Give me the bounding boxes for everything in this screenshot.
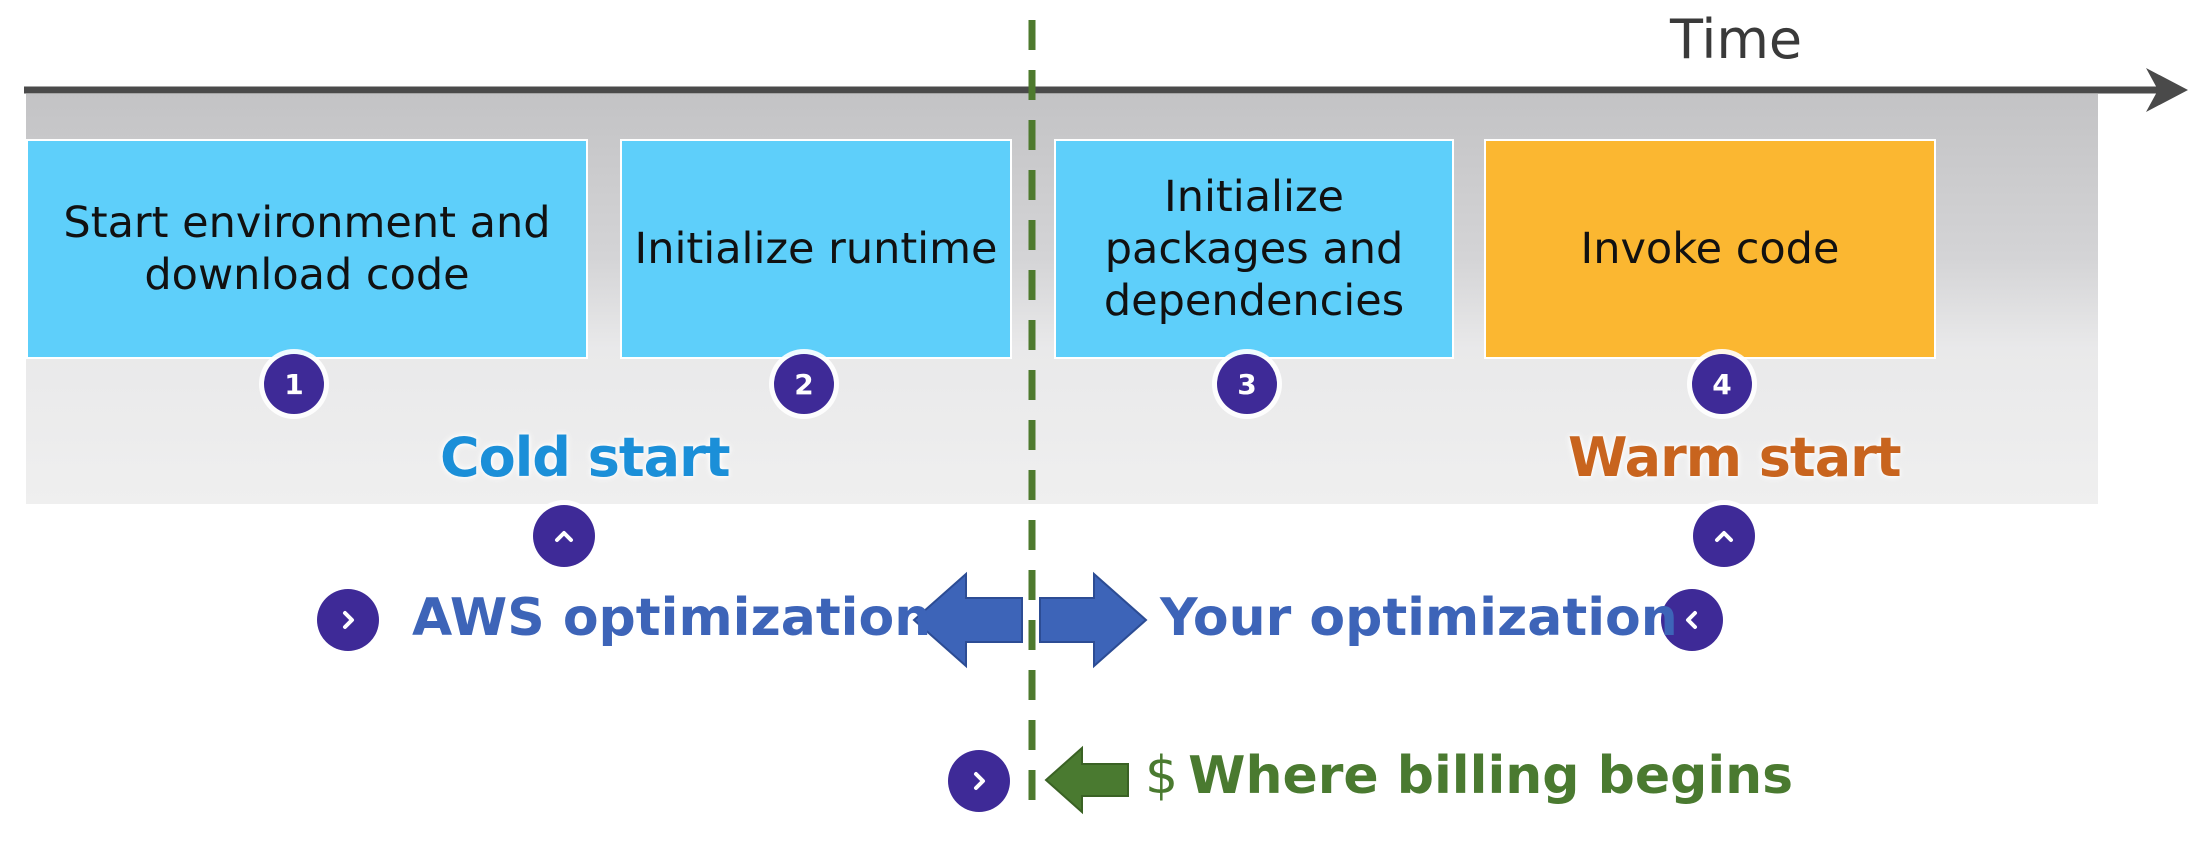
cold-start-label: Cold start bbox=[440, 426, 731, 489]
step-4-badge: 4 bbox=[1692, 354, 1752, 414]
aws-optimization-label: AWS optimization bbox=[412, 588, 932, 648]
timeline-arrow bbox=[24, 68, 2188, 112]
dollar-icon: $ bbox=[1145, 746, 1179, 806]
chevron-left-icon bbox=[1686, 611, 1697, 629]
step-1-badge: 1 bbox=[264, 354, 324, 414]
your-optimization-button[interactable] bbox=[1661, 589, 1723, 651]
billing-begins-button[interactable] bbox=[948, 750, 1010, 812]
step-initialize-runtime: Initialize runtime bbox=[620, 139, 1012, 359]
right-arrow-icon bbox=[1039, 571, 1148, 669]
step-3-badge: 3 bbox=[1217, 354, 1277, 414]
billing-begins-text: Where billing begins bbox=[1188, 746, 1794, 806]
step-start-environment: Start environment and download code bbox=[26, 139, 588, 359]
expand-cold-start-button[interactable] bbox=[533, 505, 595, 567]
step-invoke-code: Invoke code bbox=[1484, 139, 1936, 359]
billing-arrow-icon bbox=[1044, 745, 1129, 815]
your-optimization-label: Your optimization bbox=[1160, 588, 1678, 648]
chevron-right-icon bbox=[974, 772, 985, 790]
time-axis-label: Time bbox=[1670, 8, 1803, 71]
left-arrow-icon bbox=[912, 571, 1023, 669]
chevron-up-icon bbox=[1715, 531, 1733, 542]
billing-begins-label: $Where billing begins bbox=[1145, 746, 1793, 806]
step-2-badge: 2 bbox=[774, 354, 834, 414]
chevron-up-icon bbox=[555, 531, 573, 542]
step-initialize-packages: Initialize packages and dependencies bbox=[1054, 139, 1454, 359]
chevron-right-icon bbox=[343, 611, 354, 629]
aws-optimization-button[interactable] bbox=[317, 589, 379, 651]
expand-warm-start-button[interactable] bbox=[1693, 505, 1755, 567]
warm-start-label: Warm start bbox=[1568, 426, 1902, 489]
